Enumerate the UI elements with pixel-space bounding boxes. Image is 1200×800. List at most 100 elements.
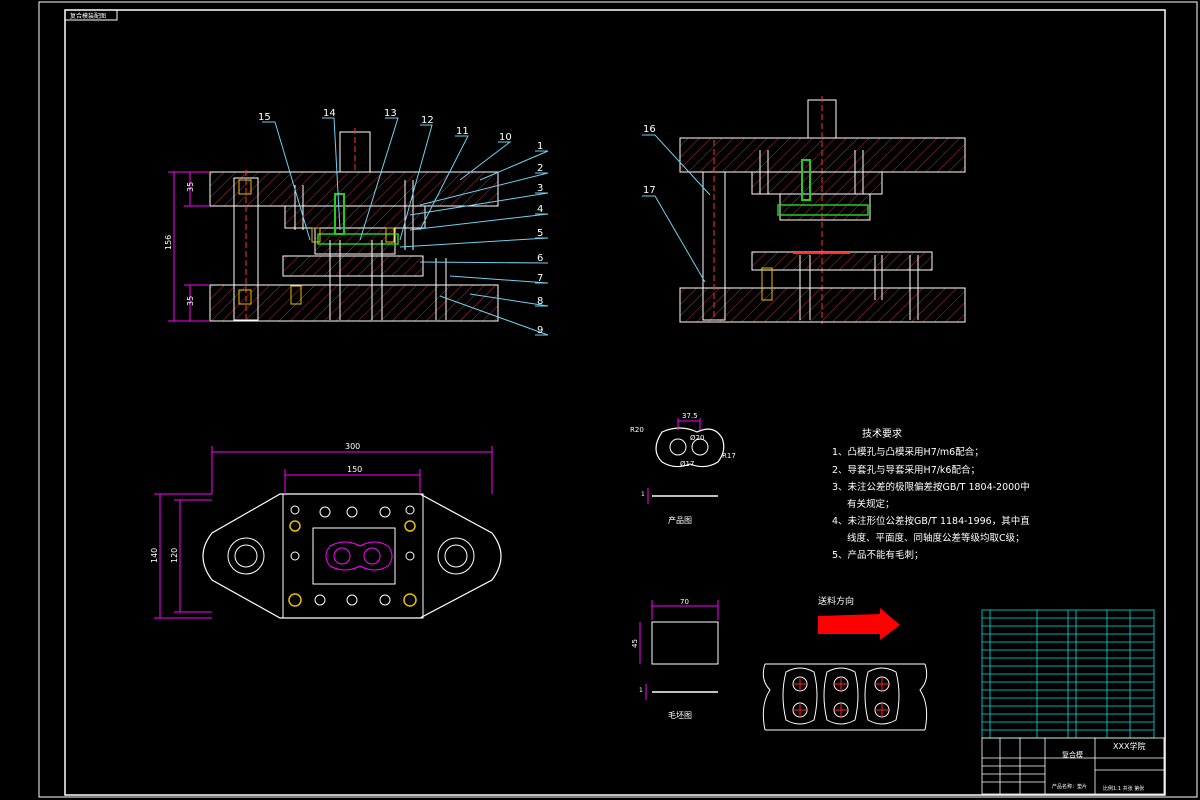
plan-inner-plate: [282, 493, 424, 619]
product-dim-radius: R20: [630, 426, 644, 434]
yellow-ring-b: [385, 227, 395, 243]
title-product-name: 产品名称：垫片: [1052, 783, 1087, 790]
title-scale-note: 比例1:1 共张 第张: [1103, 785, 1144, 792]
part-no-16: 16: [643, 124, 656, 135]
side-green-punch: [801, 159, 811, 201]
plan-hole-right: [363, 547, 381, 565]
side-green-part: [777, 204, 869, 216]
plan-dimensions: [154, 446, 493, 619]
part-no-14: 14: [323, 108, 336, 119]
side-stripper: [779, 193, 871, 221]
blank-thickness: 1: [639, 687, 643, 694]
part-no-12: 12: [421, 115, 434, 126]
plan-guide-left-inner: [234, 544, 258, 568]
plan-yellow-bolt-1: [288, 593, 302, 607]
plan-outline: [202, 493, 502, 619]
part-no-9: 9: [537, 325, 543, 336]
blank-height: 45: [631, 639, 639, 648]
tech-item-2: 2、导套孔与导套采用H7/k6配合；: [832, 464, 980, 476]
plan-hole-left: [333, 547, 351, 565]
title-drawing-name: 复合模: [1062, 750, 1083, 759]
title-tag-box: [64, 9, 118, 21]
plan-yellow-bolt-2: [403, 593, 417, 607]
plan-screw-10: [379, 594, 391, 606]
product-dim-hole: Ø20: [690, 434, 704, 442]
front-dimensions: 35 156 35: [164, 171, 210, 322]
plan-screw-9: [346, 594, 358, 606]
green-part-2: [317, 233, 399, 245]
plan-view: 300 150 140 120: [150, 442, 502, 619]
product-hole-left: [669, 438, 687, 456]
feed-arrow: [818, 608, 900, 640]
part-no-8: 8: [537, 296, 543, 307]
feed-direction: 送料方向: [818, 595, 900, 640]
part-no-5: 5: [537, 228, 543, 239]
dim-height: 156: [164, 235, 173, 250]
tech-item-5: 5、产品不能有毛刺；: [832, 549, 924, 561]
outer-frame: [38, 1, 1198, 798]
product-outline: [655, 427, 725, 468]
part-no-15: 15: [258, 112, 271, 123]
product-thickness: 1: [641, 491, 645, 498]
plan-guide-left-outer: [227, 537, 265, 575]
part-no-6: 6: [537, 253, 543, 264]
product-label: 产品图: [668, 515, 692, 525]
part-no-3: 3: [537, 183, 543, 194]
part-no-11: 11: [456, 126, 469, 137]
dim-bottom-plate: 35: [186, 296, 195, 306]
inner-frame: [64, 9, 1166, 796]
upper-die-plate: [209, 171, 499, 207]
yellow-bolt-bottom: [238, 289, 252, 305]
side-leaders: [642, 134, 711, 283]
side-lower-plate: [679, 287, 966, 323]
strip-part-3: [864, 667, 900, 725]
part-no-7: 7: [537, 273, 543, 284]
tech-item-4: 4、未注形位公差按GB/T 1184-1996，其中直: [832, 515, 1030, 527]
dim-top-plate: 35: [186, 182, 195, 192]
part-no-13: 13: [384, 108, 397, 119]
blank-rect: [651, 621, 719, 665]
part-no-17: 17: [643, 185, 656, 196]
tech-item-4b: 线度、平面度、同轴度公差等级均取C级；: [847, 532, 1025, 544]
dim-outer-width: 300: [345, 442, 360, 451]
stripper: [314, 227, 396, 255]
parts-list-table: [981, 609, 1155, 739]
blank-width: 70: [680, 598, 689, 606]
side-yellow-a: [761, 267, 773, 301]
part-no-2: 2: [537, 163, 543, 174]
technical-requirements: 技术要求 1、凸模孔与凸模采用H7/m6配合； 2、导套孔与导套采用H7/k6配…: [832, 427, 1030, 561]
tech-item-3: 3、未注公差的极限偏差按GB/T 1804-2000中: [832, 481, 1030, 493]
plan-screw-4: [379, 506, 391, 518]
feed-direction-label: 送料方向: [818, 595, 854, 607]
plan-screw-5: [405, 505, 415, 515]
yellow-bolt-top: [238, 179, 252, 195]
part-no-10: 10: [499, 132, 512, 143]
dim-outer-height: 140: [150, 548, 159, 563]
tech-item-3b: 有关规定；: [847, 498, 895, 510]
side-die-plate: [751, 251, 933, 271]
strip-part-2: [823, 667, 859, 725]
dim-inner-height: 120: [170, 548, 179, 563]
plan-screw-8: [314, 594, 326, 606]
yellow-ring-a: [311, 227, 321, 243]
part-no-1: 1: [537, 141, 543, 152]
tech-item-1: 1、凸模孔与凸模采用H7/m6配合；: [832, 446, 984, 458]
plan-yellow-bolt-3: [289, 520, 301, 532]
product-dim-radius2: R17: [722, 452, 736, 460]
title-tag: 复合模装配图: [70, 12, 106, 20]
part-no-4: 4: [537, 204, 543, 215]
die-plate: [282, 255, 424, 277]
plan-guide-right-outer: [437, 537, 475, 575]
plan-product-outline: [325, 541, 393, 571]
blank-drawing: 70 45 1 毛坯图: [631, 598, 719, 720]
blank-label: 毛坯图: [668, 710, 692, 720]
front-view: 35 156 35 15 14 13 12 11: [164, 108, 549, 336]
plan-screw-7: [405, 551, 415, 561]
plan-die-block: [312, 527, 396, 585]
product-hole-right: [691, 438, 709, 456]
plan-screw-6: [290, 551, 300, 561]
plan-guide-right-inner: [444, 544, 468, 568]
plan-screw-2: [319, 506, 331, 518]
product-drawing: 37.5 Ø20 R20 Ø17 R17 1 产品图: [630, 412, 736, 525]
